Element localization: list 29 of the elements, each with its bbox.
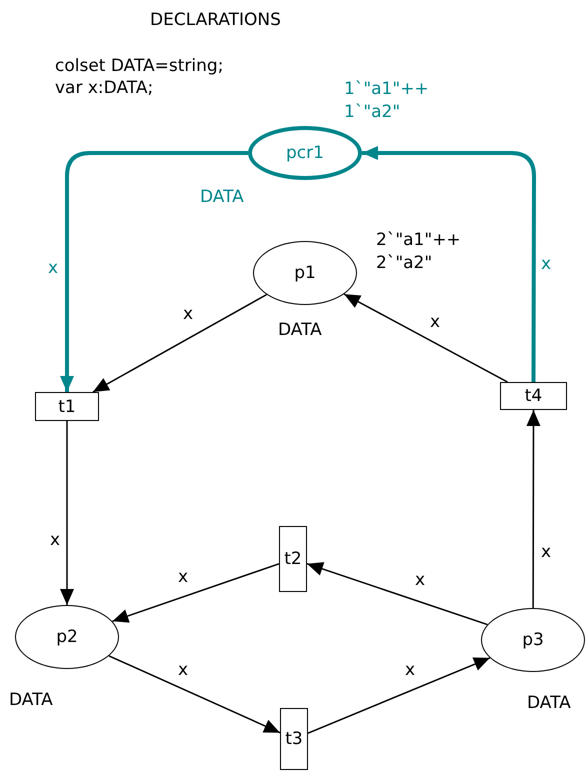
arc-arrow xyxy=(526,410,540,608)
arc-arrow xyxy=(108,655,280,734)
transition-name: t4 xyxy=(524,386,542,406)
declaration-text: var x:DATA; xyxy=(55,77,154,100)
place-name: pcr1 xyxy=(286,143,324,163)
transition-box xyxy=(279,526,307,592)
arc-arrow xyxy=(306,562,488,626)
place-name: p2 xyxy=(56,627,78,647)
arc-arrow xyxy=(308,657,490,734)
arc-arrow xyxy=(344,293,508,383)
transition-name: t1 xyxy=(58,396,76,416)
arc-arrow xyxy=(112,563,280,623)
arc-arrow xyxy=(92,294,267,393)
transition-box xyxy=(500,382,567,410)
place-name: p3 xyxy=(522,630,544,650)
colour-set-label: DATA xyxy=(200,186,244,209)
transition-box xyxy=(280,708,308,770)
declaration-text: colset DATA=string; xyxy=(55,55,224,78)
place-name: p1 xyxy=(294,263,316,283)
colour-set-label: DATA xyxy=(9,689,53,712)
declarations-heading: DECLARATIONS xyxy=(150,9,281,32)
arc-arrow xyxy=(362,146,536,382)
arc-arrow xyxy=(60,151,248,392)
transition-name: t2 xyxy=(284,549,302,569)
arc-arrow xyxy=(60,421,74,605)
transition-box xyxy=(35,392,99,421)
colour-set-label: DATA xyxy=(278,319,322,342)
transition-name: t3 xyxy=(285,729,303,749)
colour-set-label: DATA xyxy=(527,692,571,715)
